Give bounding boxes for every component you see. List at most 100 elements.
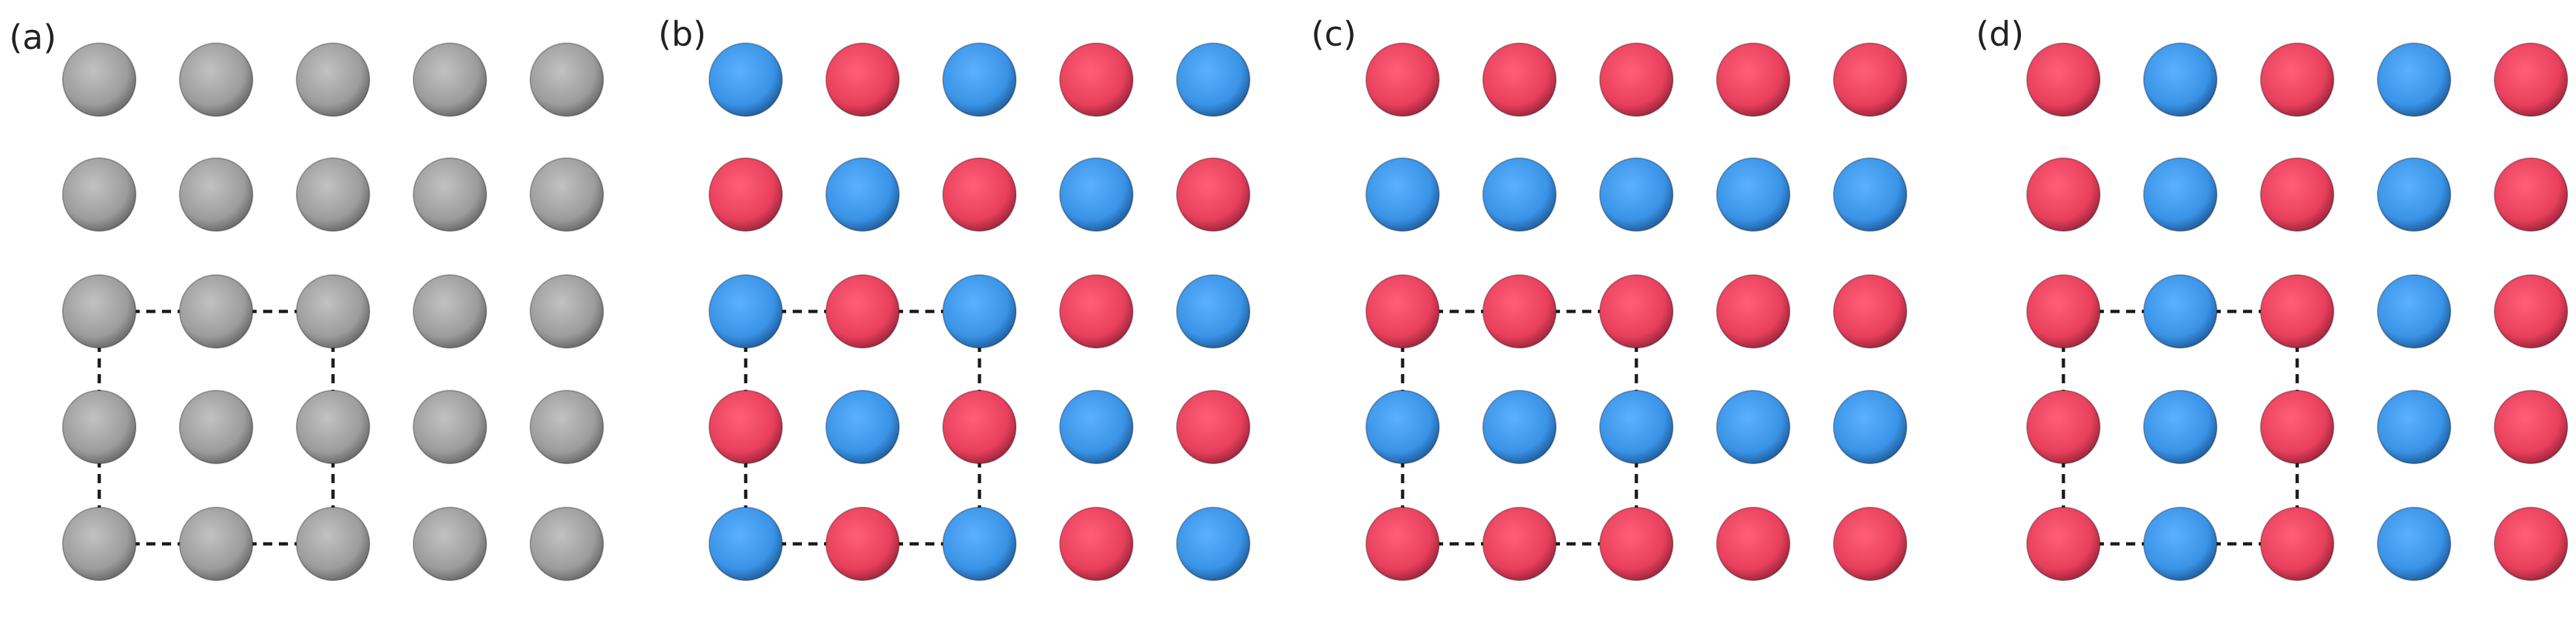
lattice-site-blue	[2143, 42, 2218, 117]
lattice-site-red	[1599, 42, 1674, 117]
lattice-site-blue	[1599, 157, 1674, 232]
lattice-site-gray	[530, 42, 604, 117]
lattice-site-red	[708, 390, 783, 464]
lattice-site-blue	[942, 274, 1017, 349]
lattice-site-blue	[1599, 390, 1674, 464]
lattice-site-red	[1716, 42, 1790, 117]
lattice-site-gray	[413, 42, 487, 117]
lattice-site-red	[1833, 274, 1907, 349]
lattice-site-red	[2026, 274, 2101, 349]
lattice-site-red	[1365, 274, 1440, 349]
site-grid	[1365, 42, 1907, 581]
lattice-site-red	[2260, 507, 2334, 581]
lattice-site-blue	[2143, 274, 2218, 349]
lattice-site-red	[1716, 274, 1790, 349]
lattice-site-red	[942, 390, 1017, 464]
lattice-site-blue	[2143, 157, 2218, 232]
lattice-site-blue	[1059, 157, 1134, 232]
lattice-site-blue	[2377, 42, 2451, 117]
lattice-site-blue	[1716, 157, 1790, 232]
lattice-site-blue	[1833, 390, 1907, 464]
lattice-site-red	[1599, 274, 1674, 349]
lattice-site-gray	[296, 157, 370, 232]
site-grid	[62, 42, 604, 581]
lattice-site-blue	[1176, 507, 1250, 581]
panel-d: (d)	[1976, 15, 2568, 581]
lattice-site-red	[1059, 274, 1134, 349]
lattice-site-blue	[1059, 390, 1134, 464]
lattice-site-red	[1599, 507, 1674, 581]
lattice-site-blue	[1176, 274, 1250, 349]
panel-c: (c)	[1311, 15, 1907, 581]
lattice-site-red	[2494, 507, 2568, 581]
lattice-site-red	[1716, 507, 1790, 581]
lattice-site-gray	[62, 157, 136, 232]
lattice-site-blue	[825, 390, 900, 464]
lattice-site-red	[825, 507, 900, 581]
lattice-site-gray	[413, 274, 487, 349]
panel-label: (b)	[658, 15, 707, 54]
lattice-site-gray	[62, 274, 136, 349]
lattice-site-gray	[62, 507, 136, 581]
panel-label: (d)	[1976, 15, 2024, 54]
lattice-site-red	[2260, 274, 2334, 349]
lattice-site-gray	[530, 274, 604, 349]
lattice-site-red	[2494, 274, 2568, 349]
lattice-site-blue	[1716, 390, 1790, 464]
lattice-site-blue	[1176, 42, 1250, 117]
lattice-site-red	[2026, 507, 2101, 581]
lattice-site-blue	[1365, 390, 1440, 464]
lattice-site-blue	[708, 507, 783, 581]
lattice-site-gray	[413, 390, 487, 464]
lattice-site-blue	[825, 157, 900, 232]
lattice-site-gray	[530, 390, 604, 464]
lattice-site-blue	[1833, 157, 1907, 232]
lattice-site-gray	[530, 507, 604, 581]
panel-label: (a)	[9, 18, 56, 57]
lattice-site-gray	[62, 42, 136, 117]
lattice-site-gray	[413, 507, 487, 581]
lattice-site-red	[708, 157, 783, 232]
lattice-site-blue	[1482, 157, 1557, 232]
lattice-site-gray	[179, 390, 253, 464]
site-grid	[708, 42, 1250, 581]
lattice-site-gray	[62, 390, 136, 464]
lattice-site-blue	[2143, 507, 2218, 581]
lattice-site-gray	[296, 274, 370, 349]
panel-a: (a)	[9, 18, 604, 581]
lattice-site-red	[1833, 507, 1907, 581]
panel-b: (b)	[658, 15, 1250, 581]
lattice-site-red	[1176, 390, 1250, 464]
lattice-site-gray	[179, 42, 253, 117]
panel-label: (c)	[1311, 15, 1356, 54]
lattice-site-red	[1365, 42, 1440, 117]
lattice-site-blue	[942, 42, 1017, 117]
lattice-site-gray	[179, 507, 253, 581]
lattice-site-red	[1482, 507, 1557, 581]
lattice-site-gray	[296, 507, 370, 581]
lattice-site-blue	[2377, 390, 2451, 464]
lattice-site-red	[2026, 390, 2101, 464]
lattice-site-gray	[530, 157, 604, 232]
lattice-site-red	[825, 274, 900, 349]
lattice-site-red	[2260, 390, 2334, 464]
lattice-site-red	[2260, 157, 2334, 232]
lattice-site-blue	[708, 274, 783, 349]
lattice-site-red	[942, 157, 1017, 232]
lattice-site-blue	[2377, 507, 2451, 581]
lattice-site-gray	[413, 157, 487, 232]
lattice-site-gray	[296, 42, 370, 117]
lattice-site-red	[825, 42, 900, 117]
lattice-site-gray	[296, 390, 370, 464]
lattice-site-blue	[2143, 390, 2218, 464]
lattice-site-blue	[708, 42, 783, 117]
lattice-site-red	[2026, 42, 2101, 117]
lattice-site-blue	[1482, 390, 1557, 464]
lattice-site-red	[1833, 42, 1907, 117]
lattice-site-red	[1059, 507, 1134, 581]
lattice-site-blue	[2377, 274, 2451, 349]
lattice-site-blue	[2377, 157, 2451, 232]
lattice-site-red	[1059, 42, 1134, 117]
lattice-site-gray	[179, 274, 253, 349]
